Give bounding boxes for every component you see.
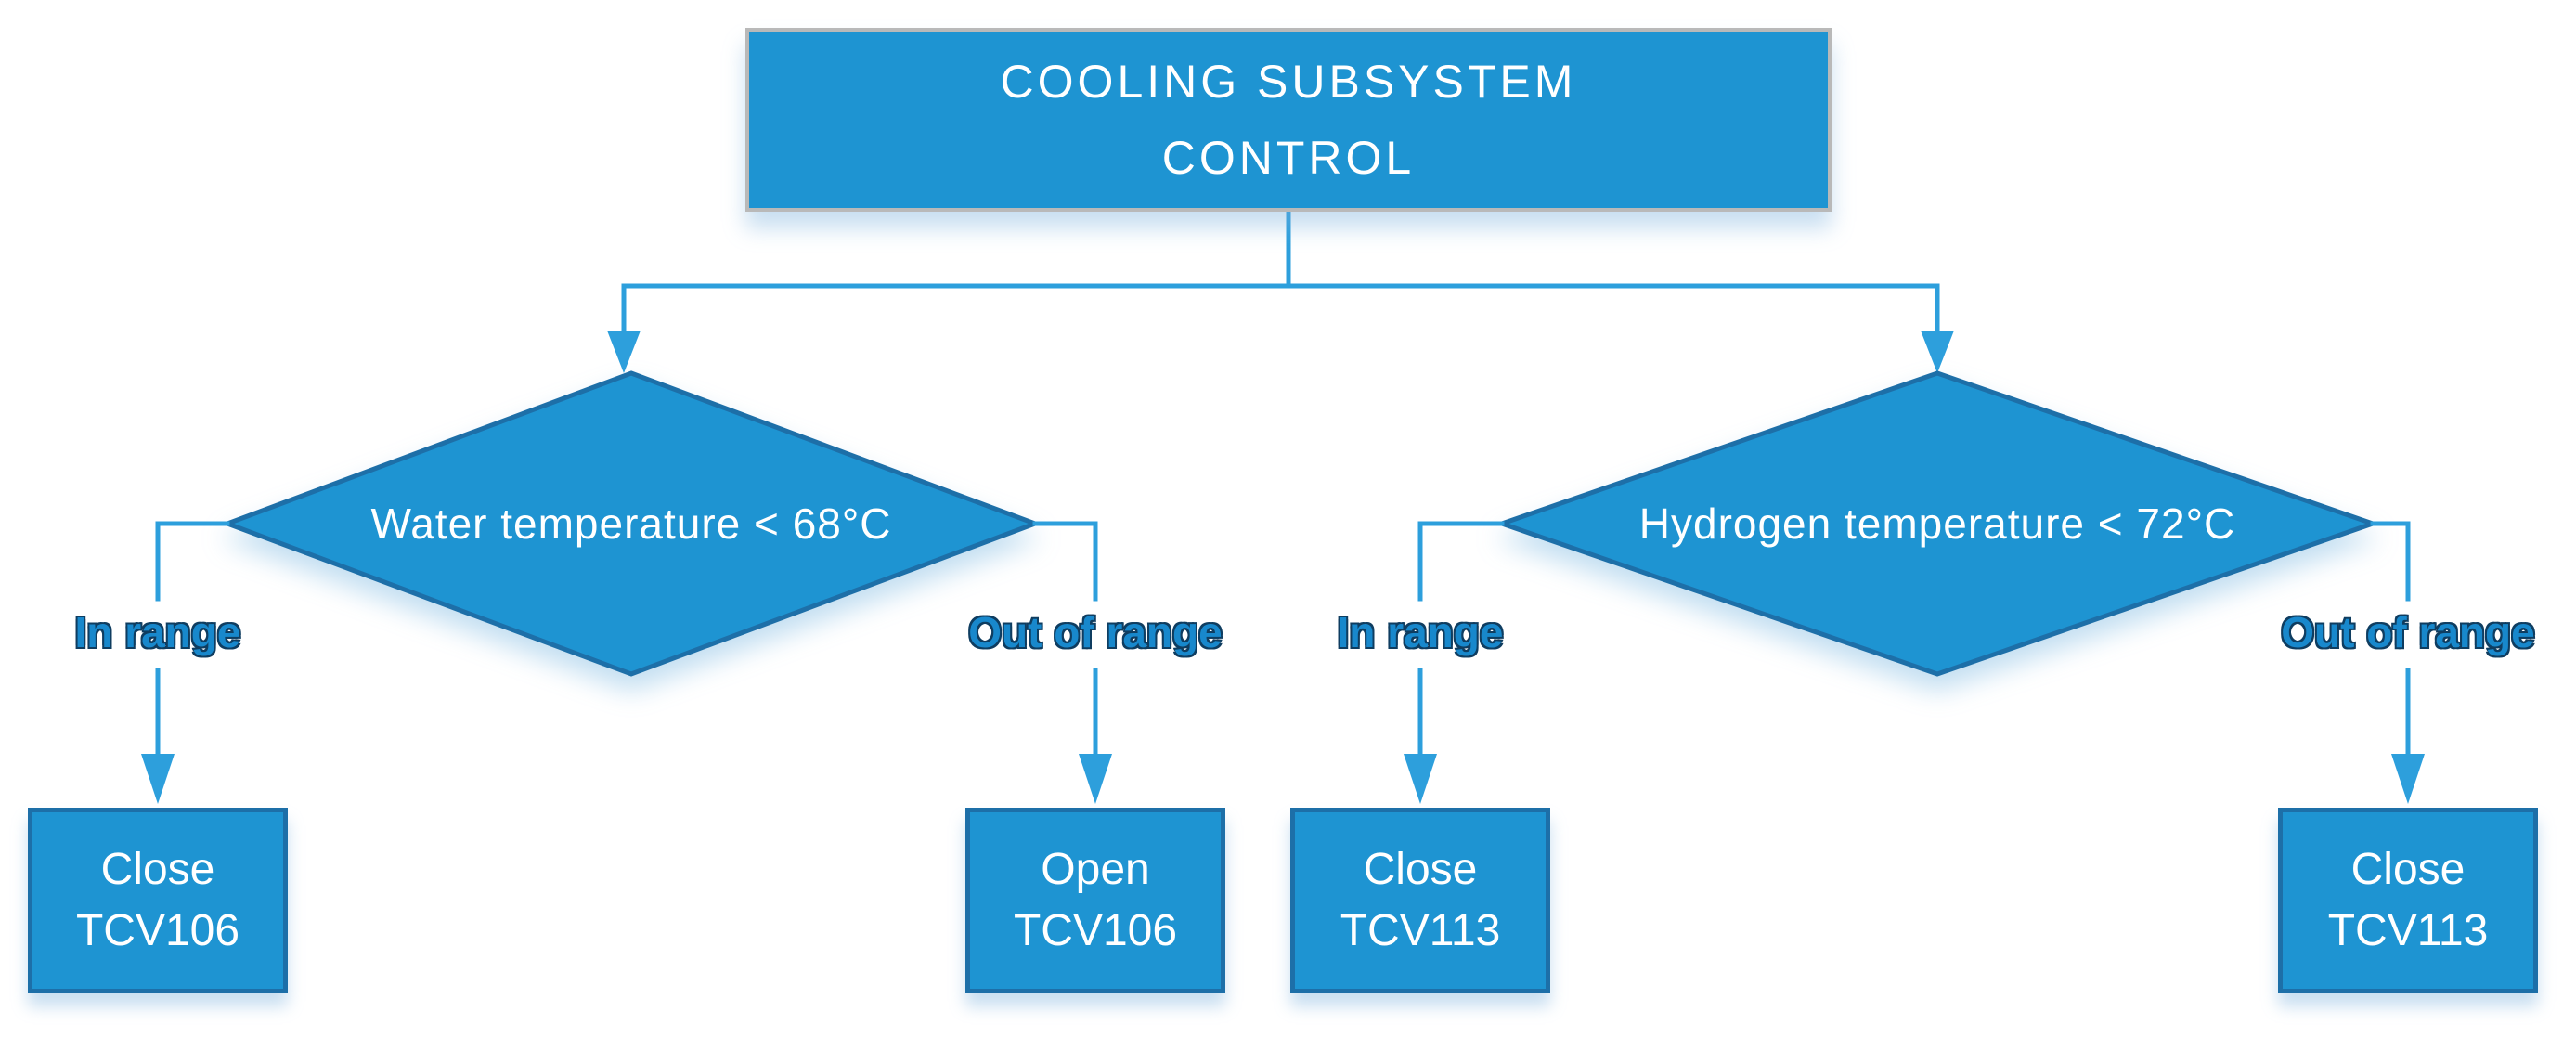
decision-label-water: Water temperature < 68°C <box>370 499 892 548</box>
arrow-down-icon <box>1404 754 1437 804</box>
branch-line-water-out <box>1032 521 1098 602</box>
branch-line-water-in <box>155 521 230 602</box>
action-line-1: Close <box>100 845 215 894</box>
action-line-1: Close <box>1363 845 1478 894</box>
branch-label-hydrogen-in: In range <box>1337 608 1504 656</box>
decision-diamond-water <box>220 370 1042 677</box>
action-line-1: Open <box>1041 845 1150 894</box>
action-line-2: TCV113 <box>2327 906 2489 955</box>
action-box-close-tcv113-out: Close TCV113 <box>2278 808 2538 993</box>
branch-label-water-out: Out of range <box>968 608 1223 656</box>
arrow-down-icon <box>2391 754 2425 804</box>
action-line-2: TCV106 <box>1013 906 1178 955</box>
title-box: COOLING SUBSYSTEM CONTROL <box>745 28 1832 212</box>
action-line-2: TCV106 <box>75 906 240 955</box>
branch-line-hydrogen-out <box>2370 521 2411 602</box>
action-line-1: Close <box>2350 845 2466 894</box>
title-line-2: CONTROL <box>1161 132 1416 184</box>
arrow-down-icon <box>141 754 175 804</box>
decision-diamond-hydrogen <box>1495 370 2380 677</box>
arrow-down-icon <box>1079 754 1112 804</box>
branch-label-hydrogen-out: Out of range <box>2281 608 2535 656</box>
action-box-close-tcv106: Close TCV106 <box>28 808 288 993</box>
action-box-close-tcv113-in: Close TCV113 <box>1290 808 1550 993</box>
action-box-open-tcv106: Open TCV106 <box>965 808 1225 993</box>
decision-label-hydrogen: Hydrogen temperature < 72°C <box>1638 499 2236 548</box>
title-line-1: COOLING SUBSYSTEM <box>1000 56 1577 108</box>
branch-label-water-in: In range <box>74 608 241 656</box>
arrow-down-icon <box>1921 331 1954 373</box>
action-line-2: TCV113 <box>1340 906 1501 955</box>
arrow-down-icon <box>607 331 641 373</box>
branch-line-hydrogen-in <box>1417 521 1505 602</box>
